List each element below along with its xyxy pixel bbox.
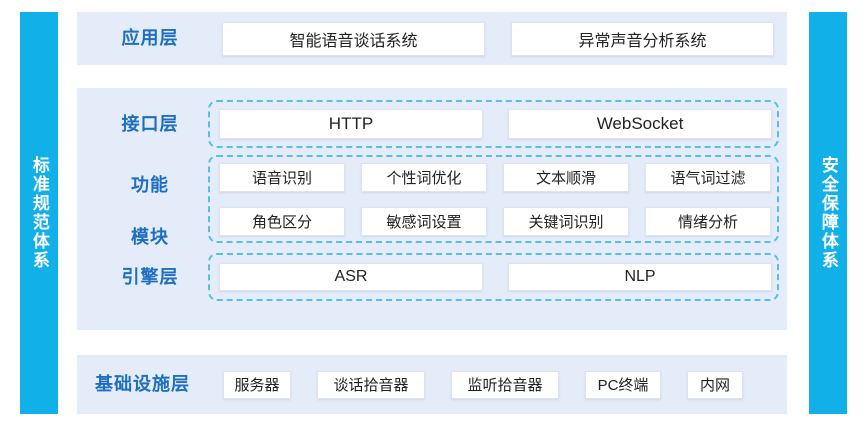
sidebar-security-system: 安全保障体系 [809, 12, 847, 414]
modules-layer-items: 语音识别 个性词优化 文本顺滑 语气词过滤 角色区分 敏感词设置 关键词识别 情… [219, 163, 771, 236]
module-item-role-differentiation[interactable]: 角色区分 [219, 207, 345, 236]
infra-item-pc-terminal[interactable]: PC终端 [585, 370, 661, 399]
module-item-text-smoothing[interactable]: 文本顺滑 [503, 163, 629, 192]
modules-label-line-1: 功能 [131, 174, 169, 195]
engine-item-nlp[interactable]: NLP [508, 263, 772, 291]
module-item-personalized-word-optimization[interactable]: 个性词优化 [361, 163, 487, 192]
engine-layer-items: ASR NLP [219, 253, 772, 301]
engine-item-asr[interactable]: ASR [219, 263, 483, 291]
infra-item-interview-microphone[interactable]: 谈话拾音器 [317, 370, 425, 399]
interface-layer-items: HTTP WebSocket [219, 100, 772, 148]
modules-layer-group-box [208, 155, 779, 243]
engine-layer-group-box [208, 253, 779, 301]
sidebar-left-label: 标准规范体系 [29, 156, 49, 270]
modules-label-line-2: 模块 [131, 227, 169, 248]
modules-layer-label: 功能 模块 [131, 146, 169, 250]
application-layer-items: 智能语音谈话系统 异常声音分析系统 [222, 12, 775, 65]
app-item-voice-interview-system[interactable]: 智能语音谈话系统 [222, 21, 485, 56]
module-item-speech-recognition[interactable]: 语音识别 [219, 163, 345, 192]
module-item-sensitive-word-settings[interactable]: 敏感词设置 [361, 207, 487, 236]
module-item-emotion-analysis[interactable]: 情绪分析 [645, 207, 771, 236]
interface-layer-label-wrap: 接口层 [95, 100, 205, 148]
app-item-abnormal-sound-analysis-system[interactable]: 异常声音分析系统 [511, 21, 774, 56]
application-layer-label: 应用层 [121, 28, 179, 49]
module-item-modal-particle-filtering[interactable]: 语气词过滤 [645, 163, 771, 192]
interface-item-http[interactable]: HTTP [219, 109, 483, 139]
infrastructure-layer-panel [77, 355, 787, 414]
engine-layer-label-wrap: 引擎层 [95, 253, 205, 301]
interface-layer-group-box [208, 100, 779, 148]
interface-item-websocket[interactable]: WebSocket [508, 109, 772, 139]
interface-layer-label: 接口层 [121, 113, 179, 134]
module-item-keyword-recognition[interactable]: 关键词识别 [503, 207, 629, 236]
application-layer-label-wrap: 应用层 [95, 12, 205, 65]
infrastructure-layer-items: 服务器 谈话拾音器 监听拾音器 PC终端 内网 [223, 370, 743, 399]
infrastructure-layer-label: 基础设施层 [95, 374, 190, 395]
infrastructure-layer-row: 基础设施层 服务器 谈话拾音器 监听拾音器 PC终端 内网 [95, 355, 785, 414]
infra-item-intranet[interactable]: 内网 [687, 370, 743, 399]
modules-layer-label-wrap: 功能 模块 [95, 158, 205, 247]
engine-layer-label: 引擎层 [121, 266, 179, 287]
infra-item-monitoring-microphone[interactable]: 监听拾音器 [451, 370, 559, 399]
sidebar-right-label: 安全保障体系 [818, 156, 838, 270]
infra-item-server[interactable]: 服务器 [223, 370, 291, 399]
sidebar-standards-system: 标准规范体系 [20, 12, 58, 414]
